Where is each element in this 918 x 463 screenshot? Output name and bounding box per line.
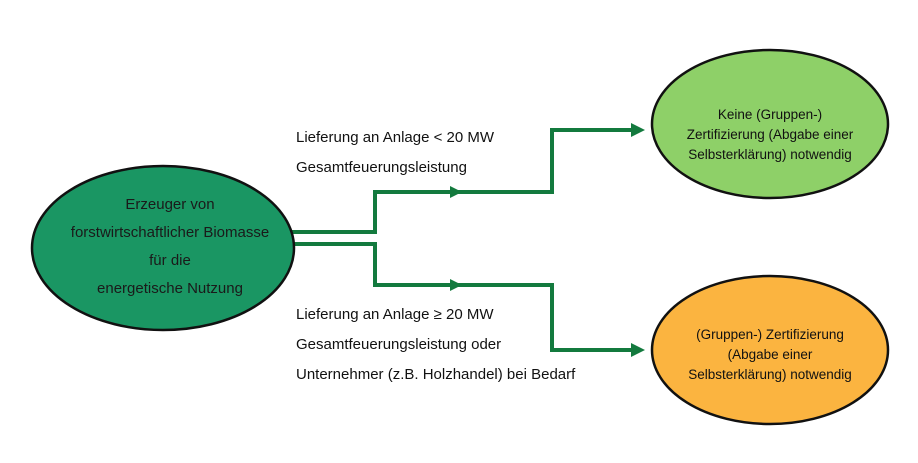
target-node-certification: [650, 274, 890, 426]
edge-label-small-line1: Lieferung an Anlage < 20 MW: [296, 129, 495, 146]
source-node-label: Erzeuger von forstwirtschaftlicher Bioma…: [40, 182, 300, 312]
target-large-line: (Abgabe einer: [727, 347, 813, 362]
target-small-line: Keine (Gruppen-): [717, 107, 823, 122]
source-node: [30, 164, 296, 332]
target-small-line: Selbsterklärung) notwendig: [688, 147, 852, 162]
target-large-line: Selbsterklärung) notwendig: [688, 367, 852, 382]
target-small-line: Zertifizierung (Abgabe einer: [686, 127, 854, 142]
edge-label-large-line2: Gesamtfeuerungsleistung oder: [296, 336, 502, 353]
target-large-line: (Gruppen-) Zertifizierung: [696, 327, 844, 342]
connectors: [290, 123, 645, 357]
source-line: für die: [149, 252, 191, 269]
target-node-no-certification-label: Keine (Gruppen-) Zertifizierung (Abgabe …: [655, 80, 885, 190]
arrowhead-large-end: [631, 343, 645, 357]
arrowhead-large-mid: [450, 279, 462, 291]
arrowhead-small-end: [631, 123, 645, 137]
edge-label-large-line3: Unternehmer (z.B. Holzhandel) bei Bedarf: [296, 366, 576, 383]
source-line: Erzeuger von: [125, 196, 215, 213]
arrowhead-small-mid: [450, 186, 462, 198]
source-line: energetische Nutzung: [97, 280, 243, 297]
source-line: forstwirtschaftlicher Biomasse: [70, 224, 270, 241]
edge-label-large-line1: Lieferung an Anlage ≥ 20 MW: [296, 306, 494, 323]
target-node-certification-label: (Gruppen-) Zertifizierung (Abgabe einer …: [655, 300, 885, 410]
target-node-no-certification: [650, 48, 890, 200]
edge-label-small-line2: Gesamtfeuerungsleistung: [296, 159, 467, 176]
